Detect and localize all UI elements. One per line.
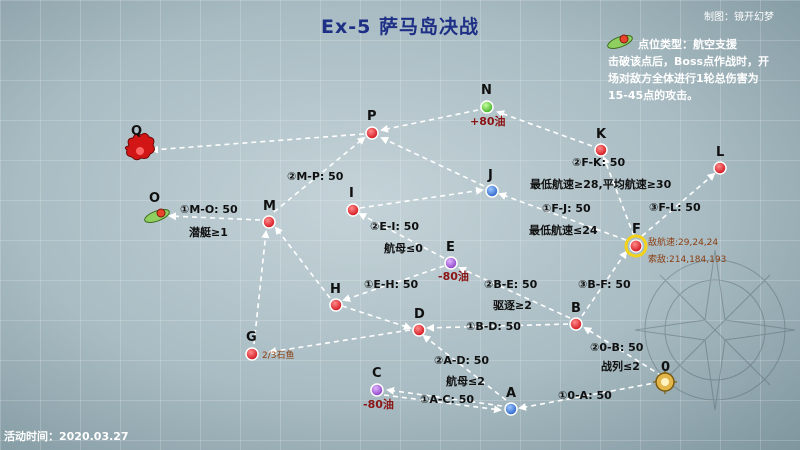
node-label-B: B bbox=[571, 301, 581, 316]
route-F-K bbox=[602, 156, 635, 237]
node-L[interactable] bbox=[713, 161, 727, 175]
route-condition-M-O: 潜艇≥1 bbox=[189, 226, 228, 239]
route-0-A bbox=[518, 381, 661, 411]
air-support-icon[interactable] bbox=[143, 207, 171, 225]
compass-rose-decoration bbox=[634, 249, 796, 411]
node-label-P: P bbox=[367, 109, 377, 124]
node-A[interactable] bbox=[504, 402, 518, 416]
route-condition-F-J: 最低航速≤24 bbox=[529, 224, 598, 237]
node-N[interactable] bbox=[480, 100, 494, 114]
route-label-B-D: ①B-D: 50 bbox=[466, 320, 521, 333]
route-B-E bbox=[458, 266, 571, 319]
route-K-N bbox=[496, 110, 593, 147]
boss-enemy-speed: 敌航速:29,24,24 bbox=[648, 238, 719, 248]
route-label-A-C: ①A-C: 50 bbox=[420, 393, 475, 406]
route-label-F-K: ②F-K: 50 bbox=[572, 156, 626, 169]
route-label-0-B: ②0-B: 50 bbox=[590, 341, 644, 354]
route-label-B-F: ③B-F: 50 bbox=[578, 278, 631, 291]
end-node-Q-icon[interactable] bbox=[124, 132, 155, 161]
route-label-M-O: ①M-O: 50 bbox=[180, 203, 238, 216]
node-label-E: E bbox=[446, 240, 455, 255]
map-title: Ex-5 萨马岛决战 bbox=[321, 16, 479, 38]
node-B[interactable] bbox=[569, 317, 583, 331]
info-heading: 点位类型：航空支援 bbox=[638, 38, 737, 51]
route-label-E-I: ②E-I: 50 bbox=[370, 220, 420, 233]
node-I[interactable] bbox=[346, 203, 360, 217]
route-M-P bbox=[273, 136, 366, 213]
boss-node-F[interactable] bbox=[624, 234, 648, 258]
node-label-K: K bbox=[596, 127, 607, 142]
node-label-A: A bbox=[506, 386, 517, 401]
route-F-L bbox=[641, 172, 716, 237]
route-N-P bbox=[380, 109, 479, 133]
node-label-L: L bbox=[716, 145, 725, 160]
route-B-F bbox=[581, 250, 628, 317]
node-E-note: -80油 bbox=[438, 270, 469, 283]
air-support-legend-icon bbox=[607, 34, 633, 49]
node-C-note: -80油 bbox=[363, 398, 394, 411]
node-label-I: I bbox=[349, 186, 354, 201]
route-condition-0-B: 战列≤2 bbox=[601, 360, 640, 373]
info-line: 击破该点后，Boss点作战时，开 bbox=[608, 55, 770, 68]
node-label-N: N bbox=[481, 83, 492, 98]
node-label-G: G bbox=[246, 330, 257, 345]
author-credit: 制图：镜开幻梦 bbox=[704, 12, 774, 23]
node-label-O: O bbox=[149, 191, 161, 206]
route-label-E-H: ①E-H: 50 bbox=[364, 278, 419, 291]
route-condition-F-K: 最低航速≥28,平均航速≥30 bbox=[530, 178, 672, 191]
node-label-C: C bbox=[372, 366, 382, 381]
route-M-O bbox=[168, 212, 261, 221]
node-label-H: H bbox=[330, 282, 341, 297]
route-I-J bbox=[359, 186, 484, 209]
route-D-G bbox=[268, 329, 411, 356]
node-E[interactable] bbox=[444, 256, 458, 270]
boss-enemy-search: 索敌:214,184,193 bbox=[648, 255, 727, 265]
route-label-A-D: ②A-D: 50 bbox=[434, 354, 490, 367]
node-label-M: M bbox=[263, 199, 276, 214]
info-line: 场对敌方全体进行1轮总伤害为 bbox=[608, 72, 759, 85]
node-K[interactable] bbox=[594, 143, 608, 157]
route-E-I bbox=[358, 213, 445, 259]
node-label-J: J bbox=[488, 168, 493, 183]
node-label-F: F bbox=[632, 222, 641, 237]
start-node-0[interactable] bbox=[653, 370, 677, 394]
route-H-D bbox=[341, 305, 412, 330]
node-label-Q: Q bbox=[131, 124, 143, 139]
route-label-M-P: ②M-P: 50 bbox=[287, 170, 344, 183]
event-date: 活动时间：2020.03.27 bbox=[4, 430, 129, 443]
route-A-C bbox=[386, 386, 503, 407]
node-G-note: 2/3石鱼 bbox=[262, 351, 295, 361]
node-H[interactable] bbox=[329, 298, 343, 312]
route-H-M bbox=[274, 226, 331, 299]
route-F-J bbox=[498, 192, 627, 241]
route-J-P bbox=[380, 136, 485, 187]
node-label-0: 0 bbox=[661, 360, 671, 375]
route-label-B-E: ②B-E: 50 bbox=[484, 278, 538, 291]
route-G-M bbox=[253, 230, 270, 345]
route-condition-E-I: 航母≤0 bbox=[384, 242, 423, 255]
route-label-F-J: ①F-J: 50 bbox=[542, 202, 591, 215]
node-M[interactable] bbox=[262, 215, 276, 229]
node-D[interactable] bbox=[412, 323, 426, 337]
route-label-F-L: ③F-L: 50 bbox=[649, 201, 701, 214]
route-C-A bbox=[383, 394, 502, 414]
node-C[interactable] bbox=[370, 383, 384, 397]
route-0-B bbox=[583, 326, 663, 377]
route-condition-B-E: 驱逐≥2 bbox=[493, 299, 532, 312]
node-label-D: D bbox=[414, 307, 425, 322]
info-line: 15-45点的攻击。 bbox=[608, 89, 699, 102]
route-condition-A-D: 航母≤2 bbox=[446, 375, 485, 388]
route-label-0-A: ①0-A: 50 bbox=[558, 389, 612, 402]
node-P[interactable] bbox=[365, 126, 379, 140]
node-N-note: +80油 bbox=[470, 115, 506, 128]
route-A-D bbox=[422, 334, 507, 401]
route-P-Q bbox=[150, 133, 365, 154]
node-J[interactable] bbox=[485, 184, 499, 198]
info-panel: 点位类型：航空支援 击破该点后，Boss点作战时，开 场对敌方全体进行1轮总伤害… bbox=[608, 36, 798, 104]
node-G[interactable] bbox=[245, 347, 259, 361]
